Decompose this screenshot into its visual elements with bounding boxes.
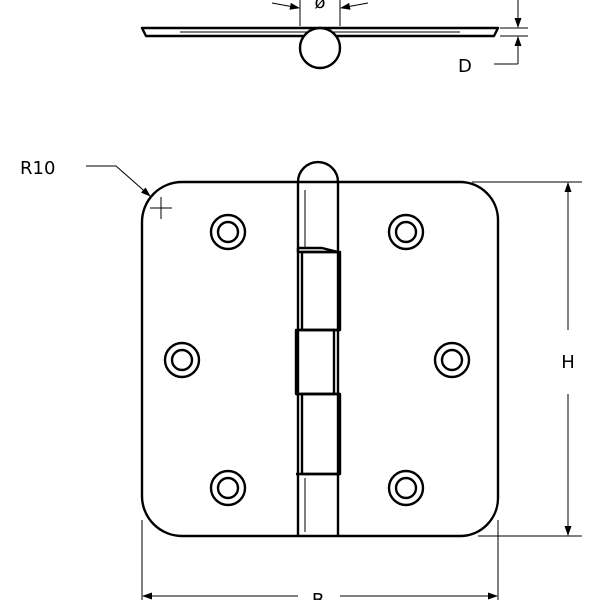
- hinge-plate-outline: [140, 180, 500, 538]
- knuckle-segment-3: [294, 328, 336, 396]
- knuckle-segment-4: [300, 392, 342, 476]
- top-view: ø D: [140, 0, 528, 77]
- screw-hole-middle-right: [433, 341, 471, 379]
- height-dimension: H: [472, 181, 582, 537]
- leaf-profile: [140, 26, 500, 38]
- radius-label: R10: [20, 158, 55, 179]
- knuckle-segment-2: [300, 250, 342, 332]
- radius-leader: [86, 165, 151, 197]
- knuckle-circle: [298, 26, 342, 70]
- front-view: R10 H B: [20, 158, 582, 600]
- width-label: B: [312, 590, 324, 600]
- screw-hole-top-left: [209, 213, 247, 251]
- width-dimension: B: [141, 520, 499, 600]
- diameter-arrow-right: [340, 2, 369, 10]
- diameter-arrow-left: [271, 2, 300, 10]
- diameter-label: ø: [314, 0, 325, 13]
- radius-callout: R10: [20, 158, 172, 219]
- height-label: H: [561, 352, 575, 373]
- screw-hole-bottom-right: [387, 469, 425, 507]
- screw-hole-bottom-left: [209, 469, 247, 507]
- screw-hole-middle-left: [163, 341, 201, 379]
- knuckle-barrel: [296, 160, 340, 536]
- screw-hole-top-right: [387, 213, 425, 251]
- thickness-label: D: [458, 56, 472, 77]
